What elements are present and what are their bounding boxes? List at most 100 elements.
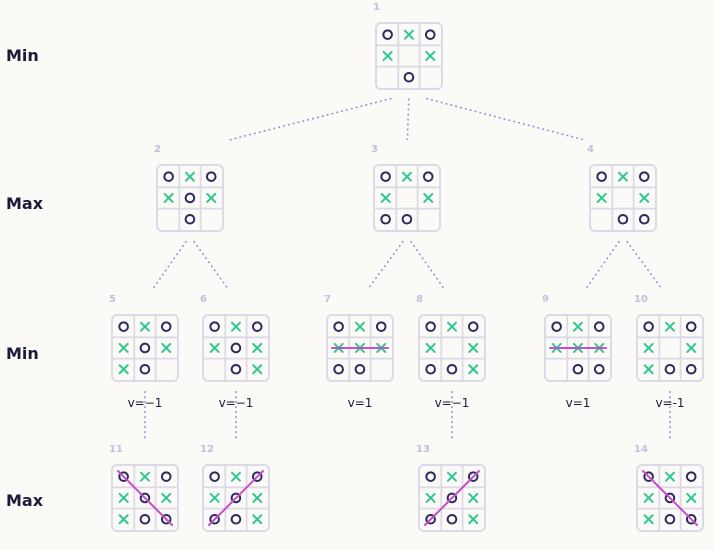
- o-mark: [230, 513, 242, 525]
- node-number: 1: [373, 2, 380, 13]
- tree-edge: [425, 97, 585, 141]
- x-mark: [468, 514, 479, 525]
- node-number: 13: [416, 444, 430, 455]
- o-mark: [139, 342, 151, 354]
- board-grid: [328, 316, 392, 380]
- x-mark: [230, 471, 241, 482]
- board-grid: [377, 24, 441, 88]
- o-mark: [685, 471, 697, 482]
- node-value: v=−1: [218, 396, 254, 410]
- o-mark: [333, 363, 344, 375]
- x-mark: [664, 321, 675, 332]
- win-line: [642, 470, 698, 526]
- x-mark: [161, 492, 172, 503]
- level-label-max-2: Max: [6, 491, 44, 510]
- o-mark: [551, 321, 562, 332]
- x-mark: [425, 492, 436, 503]
- win-line: [424, 470, 480, 526]
- o-mark: [380, 213, 391, 225]
- o-mark: [638, 213, 650, 225]
- x-mark: [252, 514, 263, 525]
- node-number: 2: [154, 144, 161, 155]
- o-mark: [163, 171, 174, 182]
- board-grid: [420, 466, 484, 530]
- x-mark: [643, 514, 654, 525]
- board-node-3: [373, 164, 441, 232]
- x-mark: [468, 342, 479, 353]
- x-mark: [118, 364, 129, 375]
- x-mark: [617, 171, 628, 182]
- o-mark: [382, 29, 393, 40]
- x-mark: [380, 192, 391, 203]
- o-mark: [160, 321, 172, 332]
- o-mark: [446, 513, 458, 525]
- x-mark: [446, 471, 457, 482]
- node-number: 3: [371, 144, 378, 155]
- x-mark: [446, 321, 457, 332]
- level-label-min-1: Min: [6, 46, 39, 65]
- x-mark: [139, 321, 150, 332]
- board-node-13: [418, 464, 486, 532]
- board-node-6: [202, 314, 270, 382]
- board-grid: [420, 316, 484, 380]
- o-mark: [425, 321, 436, 332]
- node-number: 12: [200, 444, 214, 455]
- o-mark: [643, 471, 654, 482]
- o-mark: [205, 171, 217, 182]
- node-number: 11: [109, 444, 123, 455]
- o-mark: [685, 363, 697, 375]
- o-mark: [403, 71, 415, 83]
- o-mark: [375, 321, 387, 332]
- x-mark: [572, 321, 583, 332]
- win-line: [117, 470, 173, 526]
- board-grid: [591, 166, 655, 230]
- o-mark: [664, 492, 676, 504]
- o-mark: [184, 192, 196, 204]
- o-mark: [685, 513, 697, 525]
- o-mark: [139, 513, 151, 525]
- o-mark: [422, 171, 434, 182]
- x-mark: [403, 29, 414, 40]
- x-mark: [118, 492, 129, 503]
- o-mark: [401, 213, 413, 225]
- o-mark: [664, 513, 676, 525]
- o-mark: [160, 471, 172, 482]
- o-mark: [446, 363, 458, 375]
- o-mark: [118, 321, 129, 332]
- board-node-1: [375, 22, 443, 90]
- node-value: v=-1: [655, 396, 685, 410]
- node-value: v=1: [565, 396, 591, 410]
- x-mark: [423, 192, 434, 203]
- o-mark: [643, 321, 654, 332]
- o-mark: [209, 513, 220, 525]
- board-grid: [375, 166, 439, 230]
- board-grid: [113, 316, 177, 380]
- o-mark: [139, 492, 151, 504]
- x-mark: [468, 492, 479, 503]
- tree-edge: [585, 240, 621, 289]
- node-number: 14: [634, 444, 648, 455]
- node-value: v=−1: [127, 396, 163, 410]
- o-mark: [209, 471, 220, 482]
- tree-edge: [193, 240, 229, 289]
- x-mark: [643, 364, 654, 375]
- x-mark: [425, 50, 436, 61]
- board-grid: [638, 466, 702, 530]
- o-mark: [446, 492, 458, 504]
- o-mark: [209, 321, 220, 332]
- board-node-4: [589, 164, 657, 232]
- tree-edge: [229, 97, 392, 141]
- o-mark: [572, 363, 584, 375]
- o-mark: [467, 321, 479, 332]
- x-mark: [252, 492, 263, 503]
- x-mark: [118, 342, 129, 353]
- node-value: v=−1: [434, 396, 470, 410]
- board-grid: [204, 316, 268, 380]
- o-mark: [664, 363, 676, 375]
- o-mark: [685, 321, 697, 332]
- node-number: 7: [324, 294, 331, 305]
- board-node-14: [636, 464, 704, 532]
- o-mark: [593, 321, 605, 332]
